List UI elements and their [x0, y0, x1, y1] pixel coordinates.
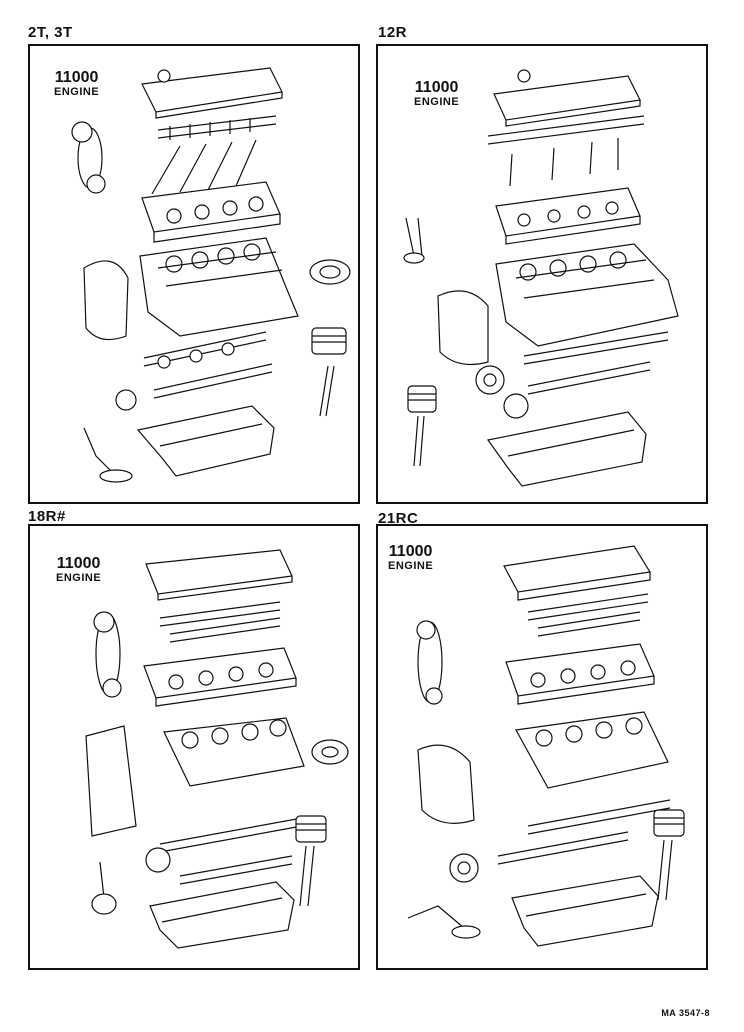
panel-21rc: 11000 ENGINE [376, 524, 708, 970]
engine-word: ENGINE [388, 559, 434, 572]
engine-label: 11000 ENGINE [56, 555, 102, 584]
engine-number: 11000 [388, 543, 433, 560]
engine-number: 11000 [54, 69, 99, 86]
engine-number: 11000 [56, 555, 101, 572]
panel-title-12r: 12R [378, 24, 408, 41]
panel-title-2t-3t: 2T, 3T [28, 24, 73, 41]
panel-12r: 11000 ENGINE [376, 44, 708, 504]
engine-word: ENGINE [56, 571, 102, 584]
engine-exploded-view-icon [403, 69, 679, 487]
engine-word: ENGINE [414, 95, 460, 108]
panel-title-18r: 18R# [28, 508, 66, 525]
engine-label: 11000 ENGINE [388, 543, 434, 572]
panel-2t-3t: 11000 ENGINE [28, 44, 360, 504]
panel-18r: 11000 ENGINE [28, 524, 360, 970]
engine-label: 11000 ENGINE [414, 79, 460, 108]
engine-word: ENGINE [54, 85, 100, 98]
engine-exploded-view-icon [71, 67, 351, 483]
diagram-reference-code: MA 3547-8 [661, 1008, 710, 1018]
engine-number: 11000 [414, 79, 459, 96]
engine-exploded-view-icon [407, 545, 685, 947]
engine-label: 11000 ENGINE [54, 69, 100, 98]
panel-title-21rc: 21RC [378, 510, 419, 527]
engine-exploded-view-icon [85, 549, 349, 949]
